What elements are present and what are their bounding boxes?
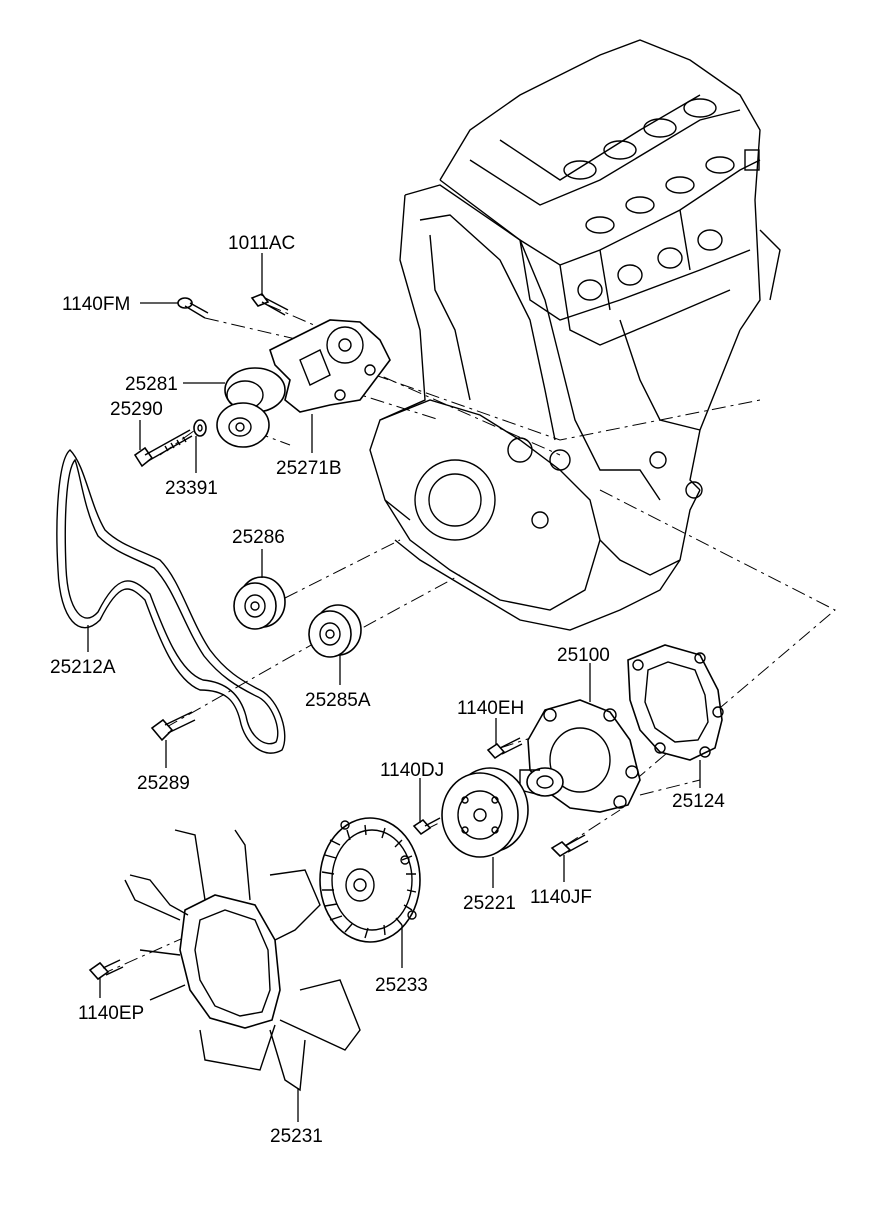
bolt-25290 <box>133 429 193 468</box>
bolt-25289 <box>150 711 196 742</box>
bolt-1140FM <box>177 297 209 319</box>
callout-labels: 1011AC 1140FM 25281 25290 23391 25271B 2… <box>50 233 725 1147</box>
bolt-1140EP <box>88 959 124 981</box>
bolt-1140JF <box>550 834 589 858</box>
label-23391: 23391 <box>165 478 218 499</box>
drive-belt-25212A <box>56 449 286 754</box>
washer-23391 <box>193 419 207 437</box>
label-25286: 25286 <box>232 527 285 548</box>
bolt-1140DJ <box>412 817 441 836</box>
label-25124: 25124 <box>672 791 725 812</box>
label-25233: 25233 <box>375 975 428 996</box>
label-1140JF: 1140JF <box>530 887 592 908</box>
label-25285A: 25285A <box>305 690 371 711</box>
engine-block <box>369 39 781 631</box>
water-pump-25100 <box>519 699 641 813</box>
cooling-fan-25231 <box>124 829 361 1092</box>
water-pump-pulley-25221 <box>441 767 529 858</box>
label-25281: 25281 <box>125 374 178 395</box>
bolt-1011AC <box>250 293 289 316</box>
idler-pulley-25285A <box>308 604 362 658</box>
leader-lines <box>87 253 701 1122</box>
label-25271B: 25271B <box>276 458 342 479</box>
label-1140EP: 1140EP <box>78 1003 144 1024</box>
label-25221: 25221 <box>463 893 516 914</box>
label-25290: 25290 <box>110 399 163 420</box>
label-25100: 25100 <box>557 645 610 666</box>
idler-pulley-25281 <box>216 367 286 448</box>
label-1140EH: 1140EH <box>457 698 524 719</box>
label-25289: 25289 <box>137 773 190 794</box>
tensioner-bracket <box>269 319 391 413</box>
label-25231: 25231 <box>270 1126 323 1147</box>
label-25212A: 25212A <box>50 657 116 678</box>
label-1011AC: 1011AC <box>228 233 295 254</box>
label-1140FM: 1140FM <box>62 294 130 315</box>
idler-pulley-25286 <box>233 576 286 630</box>
bolt-1140EH <box>486 737 523 760</box>
alignment-lines <box>99 304 836 976</box>
label-1140DJ: 1140DJ <box>380 760 444 781</box>
gasket-25124 <box>627 644 724 761</box>
fan-clutch-25233 <box>319 817 421 943</box>
